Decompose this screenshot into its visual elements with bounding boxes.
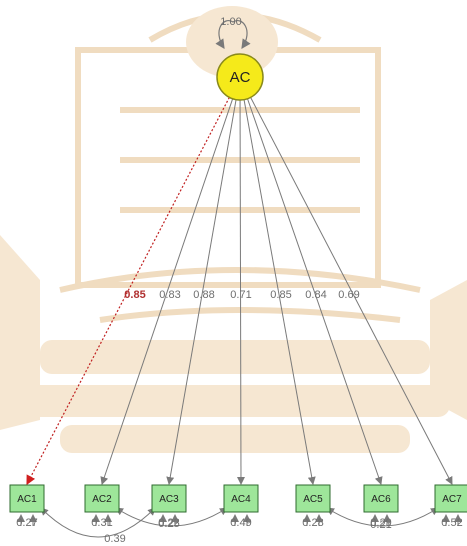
- indicator-label: AC6: [371, 494, 391, 505]
- indicator-ac6[interactable]: AC6 0.29: [364, 485, 398, 529]
- indicator-label: AC2: [92, 494, 112, 505]
- indicator-label: AC7: [442, 494, 462, 505]
- loading-label-ac5: 0.85: [270, 289, 291, 301]
- latent-label: AC: [230, 69, 251, 86]
- indicator-ac2[interactable]: AC2 0.31: [85, 485, 119, 529]
- loading-label-ac1: 0.85: [124, 289, 145, 301]
- indicator-label: AC5: [303, 494, 323, 505]
- covariance-label: 0.39: [104, 533, 125, 545]
- error-variance-label: 0.52: [441, 517, 462, 529]
- loading-label-ac7: 0.69: [338, 289, 359, 301]
- indicator-label: AC4: [231, 494, 251, 505]
- indicator-ac1[interactable]: AC1 0.27: [10, 485, 44, 529]
- indicator-ac7[interactable]: AC7 0.52: [435, 485, 467, 529]
- error-variance-label: 0.29: [370, 517, 391, 529]
- error-variance-label: 0.22: [158, 517, 179, 529]
- loading-label-ac2: 0.83: [159, 289, 180, 301]
- latent-variance-label: 1.00: [220, 16, 241, 28]
- error-variance-label: 0.49: [230, 517, 251, 529]
- error-variance-label: 0.28: [302, 517, 323, 529]
- indicator-label: AC3: [159, 494, 179, 505]
- indicator-ac5[interactable]: AC5 0.28: [296, 485, 330, 529]
- indicator-label: AC1: [17, 494, 37, 505]
- indicator-ac4[interactable]: AC4 0.49: [224, 485, 258, 529]
- loading-label-ac6: 0.84: [305, 289, 326, 301]
- loading-label-ac3: 0.88: [193, 289, 214, 301]
- error-variance-label: 0.31: [91, 517, 112, 529]
- indicator-ac3[interactable]: AC3 0.22: [152, 485, 186, 529]
- error-variance-label: 0.27: [16, 517, 37, 529]
- loading-label-ac4: 0.71: [230, 289, 251, 301]
